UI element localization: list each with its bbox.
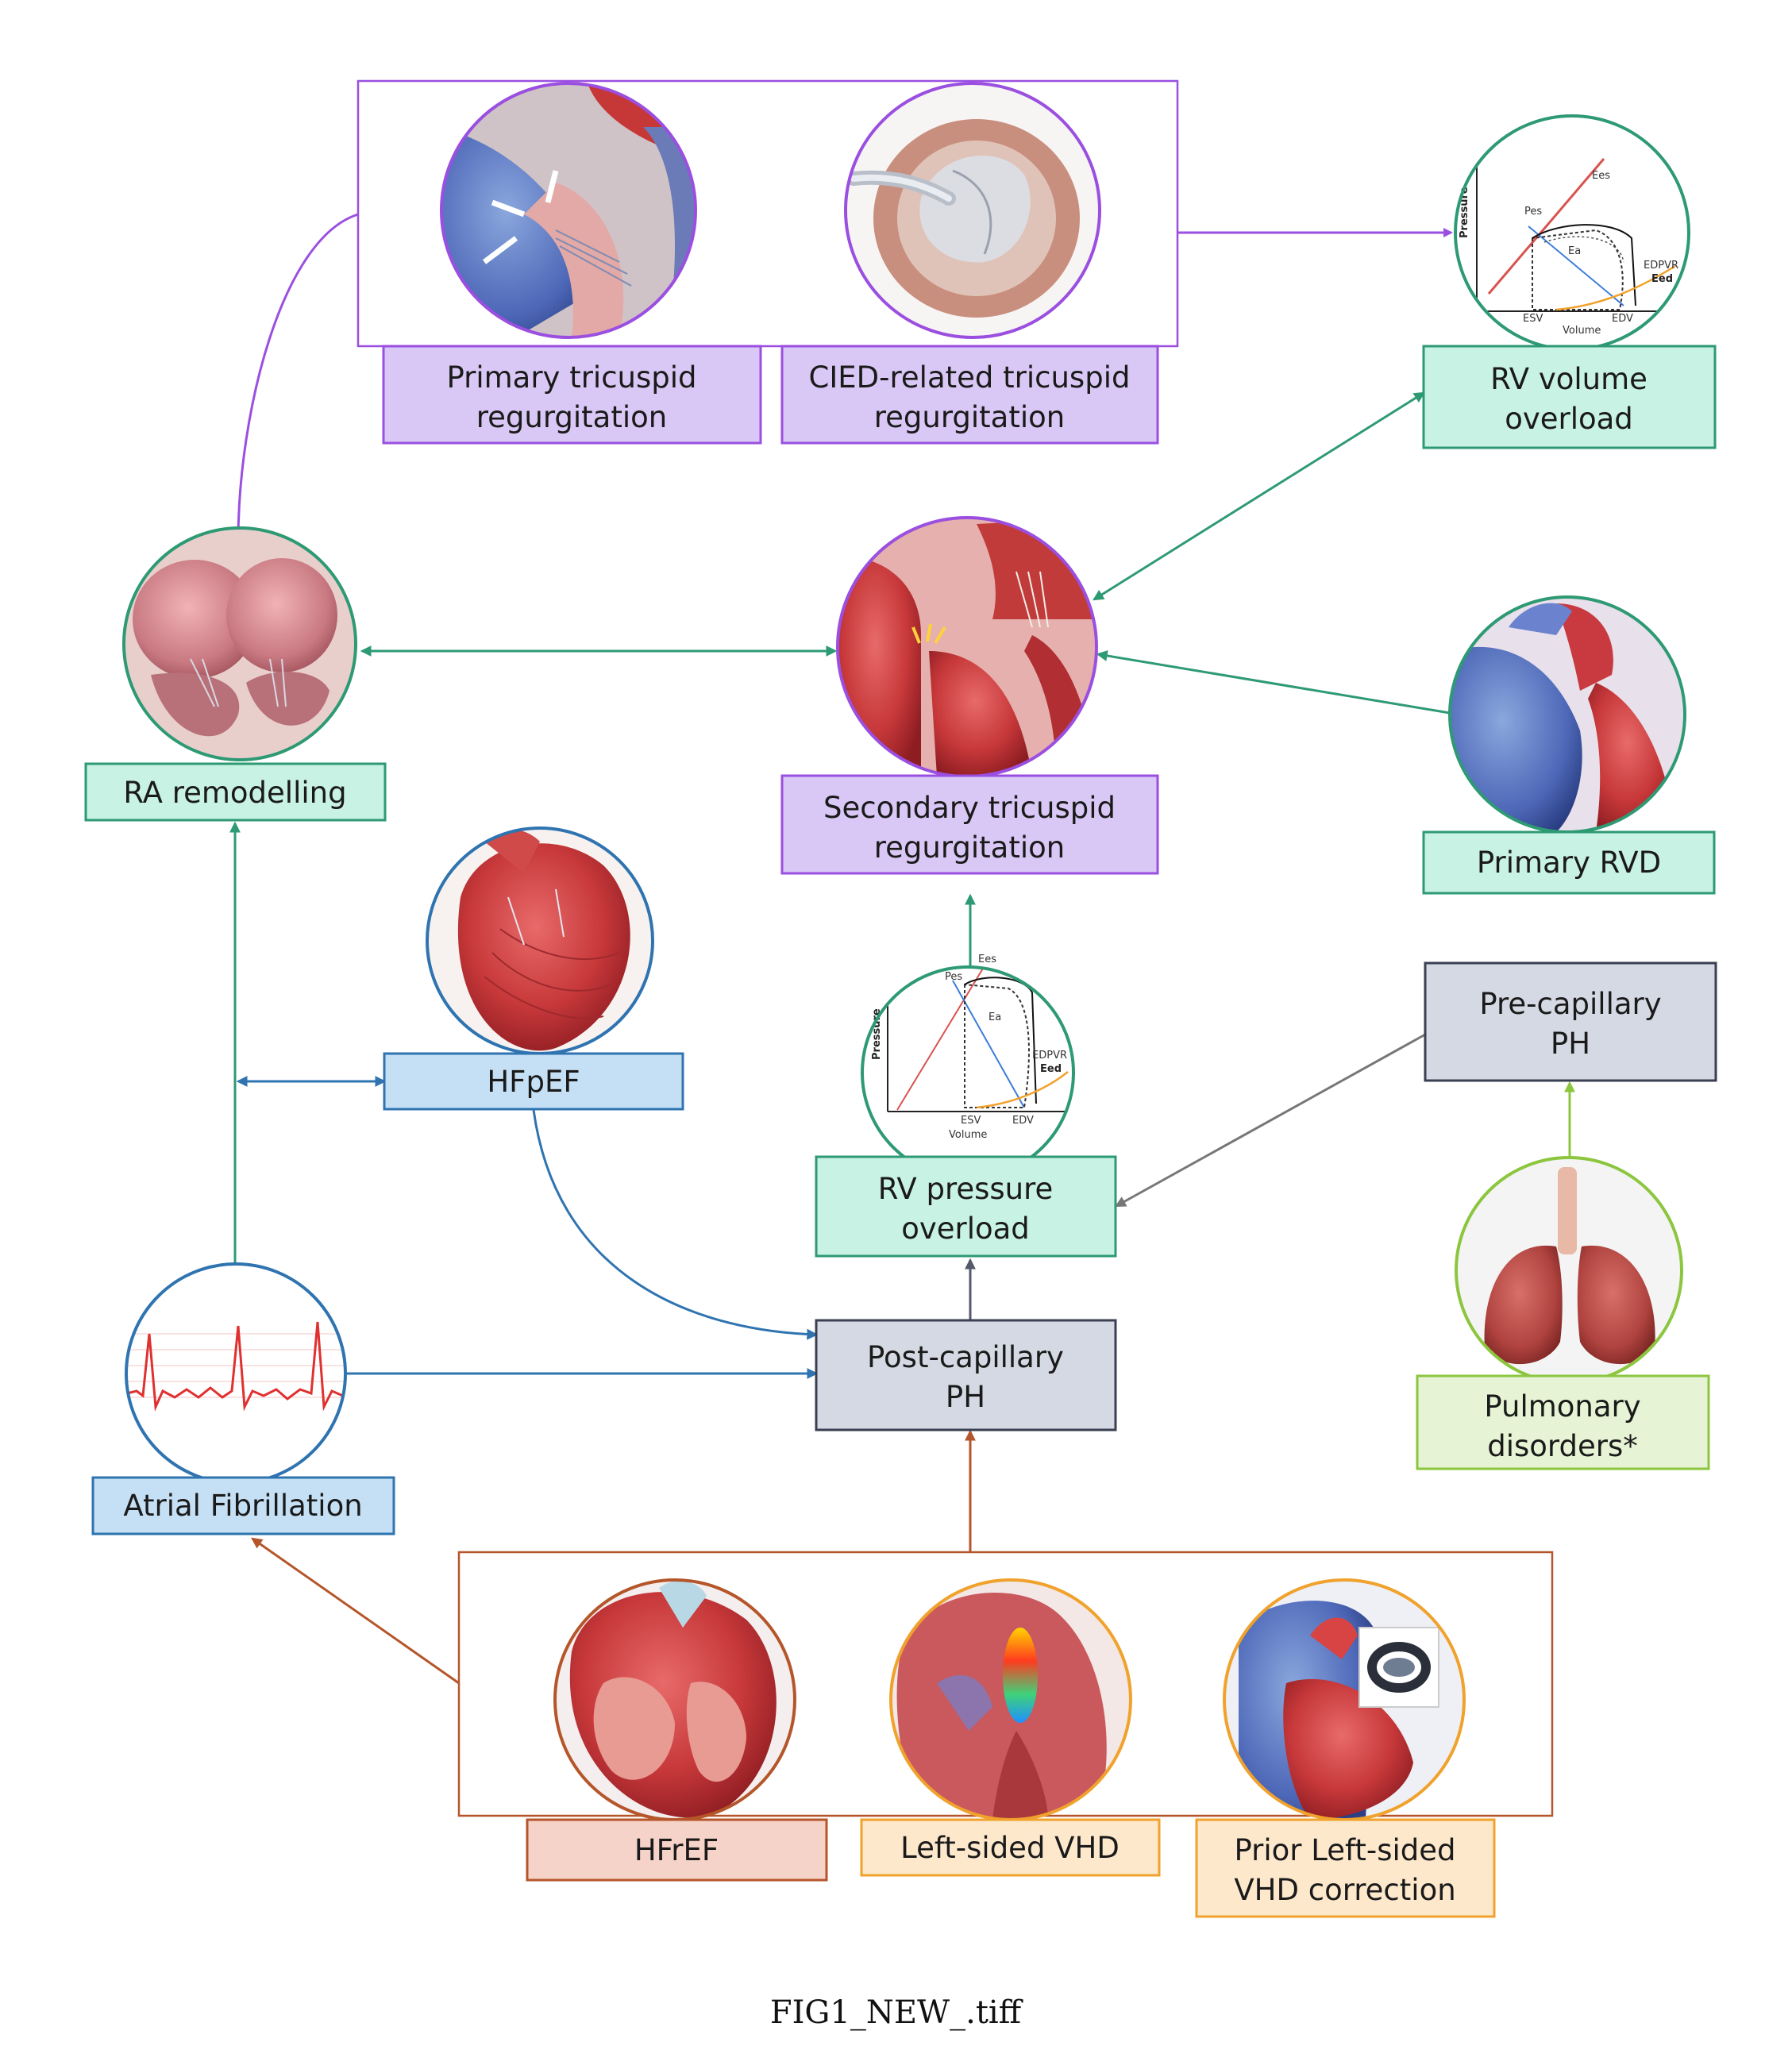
secondary-tr-line2: regurgitation <box>874 830 1065 865</box>
pvv-label-ees: Ees <box>1592 170 1610 182</box>
left-vhd-illustration <box>889 1578 1132 1821</box>
pre-capillary-line1: Pre-capillary <box>1479 987 1661 1021</box>
pvp-xlabel: Volume <box>949 1129 987 1141</box>
pre-capillary-line2: PH <box>1551 1027 1590 1061</box>
hfref-label: HFrEF <box>634 1833 719 1867</box>
node-pre-capillary-ph: Pre-capillary PH <box>1424 961 1717 1082</box>
primary-rvd-illustration <box>1448 595 1686 834</box>
ra-remodelling-label: RA remodelling <box>123 776 346 810</box>
primary-tr-group-frame <box>356 79 1179 348</box>
node-pulmonary-disorders: Pulmonary disorders* <box>1416 1374 1710 1470</box>
pvp-label-edv: EDV <box>1012 1115 1034 1127</box>
prior-vhd-line2: VHD correction <box>1234 1873 1455 1907</box>
primary-tr-line1: Primary tricuspid <box>446 360 696 395</box>
pvv-xlabel: Volume <box>1563 325 1601 337</box>
pvp-label-eed: Eed <box>1040 1063 1062 1075</box>
pulmonary-line1: Pulmonary <box>1484 1389 1640 1424</box>
node-primary-rvd: Primary RVD <box>1422 830 1716 895</box>
prior-vhd-illustration <box>1223 1578 1466 1821</box>
pv-loop-volume-illustration: Pressure Volume Pes Ees Ea ESV EDV EDPVR… <box>1454 114 1690 351</box>
pvp-label-esv: ESV <box>961 1115 981 1127</box>
ra-remodelling-illustration <box>122 526 357 761</box>
post-capillary-line2: PH <box>946 1380 985 1414</box>
hfpef-label: HFpEF <box>487 1065 580 1099</box>
node-hfref: HFrEF <box>526 1818 828 1882</box>
primary-tr-line2: regurgitation <box>476 400 667 434</box>
arrow-rv-volume-secondary-tr <box>1093 391 1425 601</box>
node-hfpef: HFpEF <box>383 1052 684 1111</box>
node-prior-vhd-correction: Prior Left-sided VHD correction <box>1195 1818 1496 1918</box>
node-rv-pressure-overload: RV pressure overload <box>815 1155 1117 1258</box>
atrial-fib-label: Atrial Fibrillation <box>123 1489 362 1523</box>
arrow-left-causes-to-af <box>251 1537 460 1685</box>
figure-caption: FIG1_NEW_.tiff <box>770 1994 1023 2031</box>
arrows <box>229 213 1575 1685</box>
cied-tr-line1: CIED-related tricuspid <box>809 360 1131 395</box>
pvp-label-ea: Ea <box>988 1011 1001 1023</box>
node-atrial-fibrillation: Atrial Fibrillation <box>91 1476 395 1535</box>
rv-pressure-line1: RV pressure <box>878 1172 1054 1206</box>
pvv-label-edv: EDV <box>1612 313 1633 325</box>
pvv-label-pes: Pes <box>1524 206 1542 218</box>
cied-tr-line2: regurgitation <box>874 400 1065 434</box>
pulmonary-line2: disorders* <box>1487 1429 1637 1463</box>
hfpef-illustration <box>426 826 654 1055</box>
arrow-tr-to-ra <box>233 213 359 543</box>
node-primary-tr: Primary tricuspid regurgitation <box>382 345 762 445</box>
node-left-vhd: Left-sided VHD <box>860 1818 1161 1877</box>
primary-tr-illustration <box>440 82 697 339</box>
node-rv-volume-overload: RV volume overload <box>1422 345 1717 449</box>
prior-vhd-line1: Prior Left-sided <box>1234 1833 1455 1867</box>
hfref-illustration <box>553 1578 796 1821</box>
pvv-label-esv: ESV <box>1523 313 1543 325</box>
pvv-label-edpvr: EDPVR <box>1644 260 1678 272</box>
node-ra-remodelling: RA remodelling <box>84 762 387 822</box>
secondary-tr-line1: Secondary tricuspid <box>823 791 1116 825</box>
secondary-tr-illustration <box>836 516 1098 778</box>
rv-volume-line2: overload <box>1505 402 1633 436</box>
ecg-illustration <box>125 1262 347 1485</box>
node-post-capillary-ph: Post-capillary PH <box>815 1319 1117 1431</box>
primary-rvd-label: Primary RVD <box>1477 846 1661 880</box>
left-vhd-label: Left-sided VHD <box>900 1831 1120 1865</box>
node-cied-tr: CIED-related tricuspid regurgitation <box>780 345 1159 445</box>
cied-tr-illustration <box>844 82 1101 339</box>
pvv-label-ea: Ea <box>1568 245 1581 257</box>
pvp-label-edpvr: EDPVR <box>1032 1050 1067 1062</box>
pvp-label-ees: Ees <box>978 954 996 965</box>
arrow-hfpef-to-post-capillary <box>532 1109 819 1340</box>
post-capillary-line1: Post-capillary <box>867 1340 1064 1374</box>
rv-pressure-line2: overload <box>901 1212 1030 1246</box>
arrow-pre-capillary-to-rv-pressure <box>1114 1033 1426 1208</box>
pv-loop-pressure-illustration: Pressure Volume Pes Ees Ea ESV EDV EDPVR… <box>861 954 1075 1180</box>
lungs-illustration <box>1455 1156 1683 1385</box>
node-secondary-tr: Secondary tricuspid regurgitation <box>780 774 1159 875</box>
pvv-label-eed: Eed <box>1651 273 1673 285</box>
arrow-rvd-to-secondary-tr <box>1096 650 1451 715</box>
rv-volume-line1: RV volume <box>1490 362 1647 396</box>
pvp-label-pes: Pes <box>945 971 962 983</box>
